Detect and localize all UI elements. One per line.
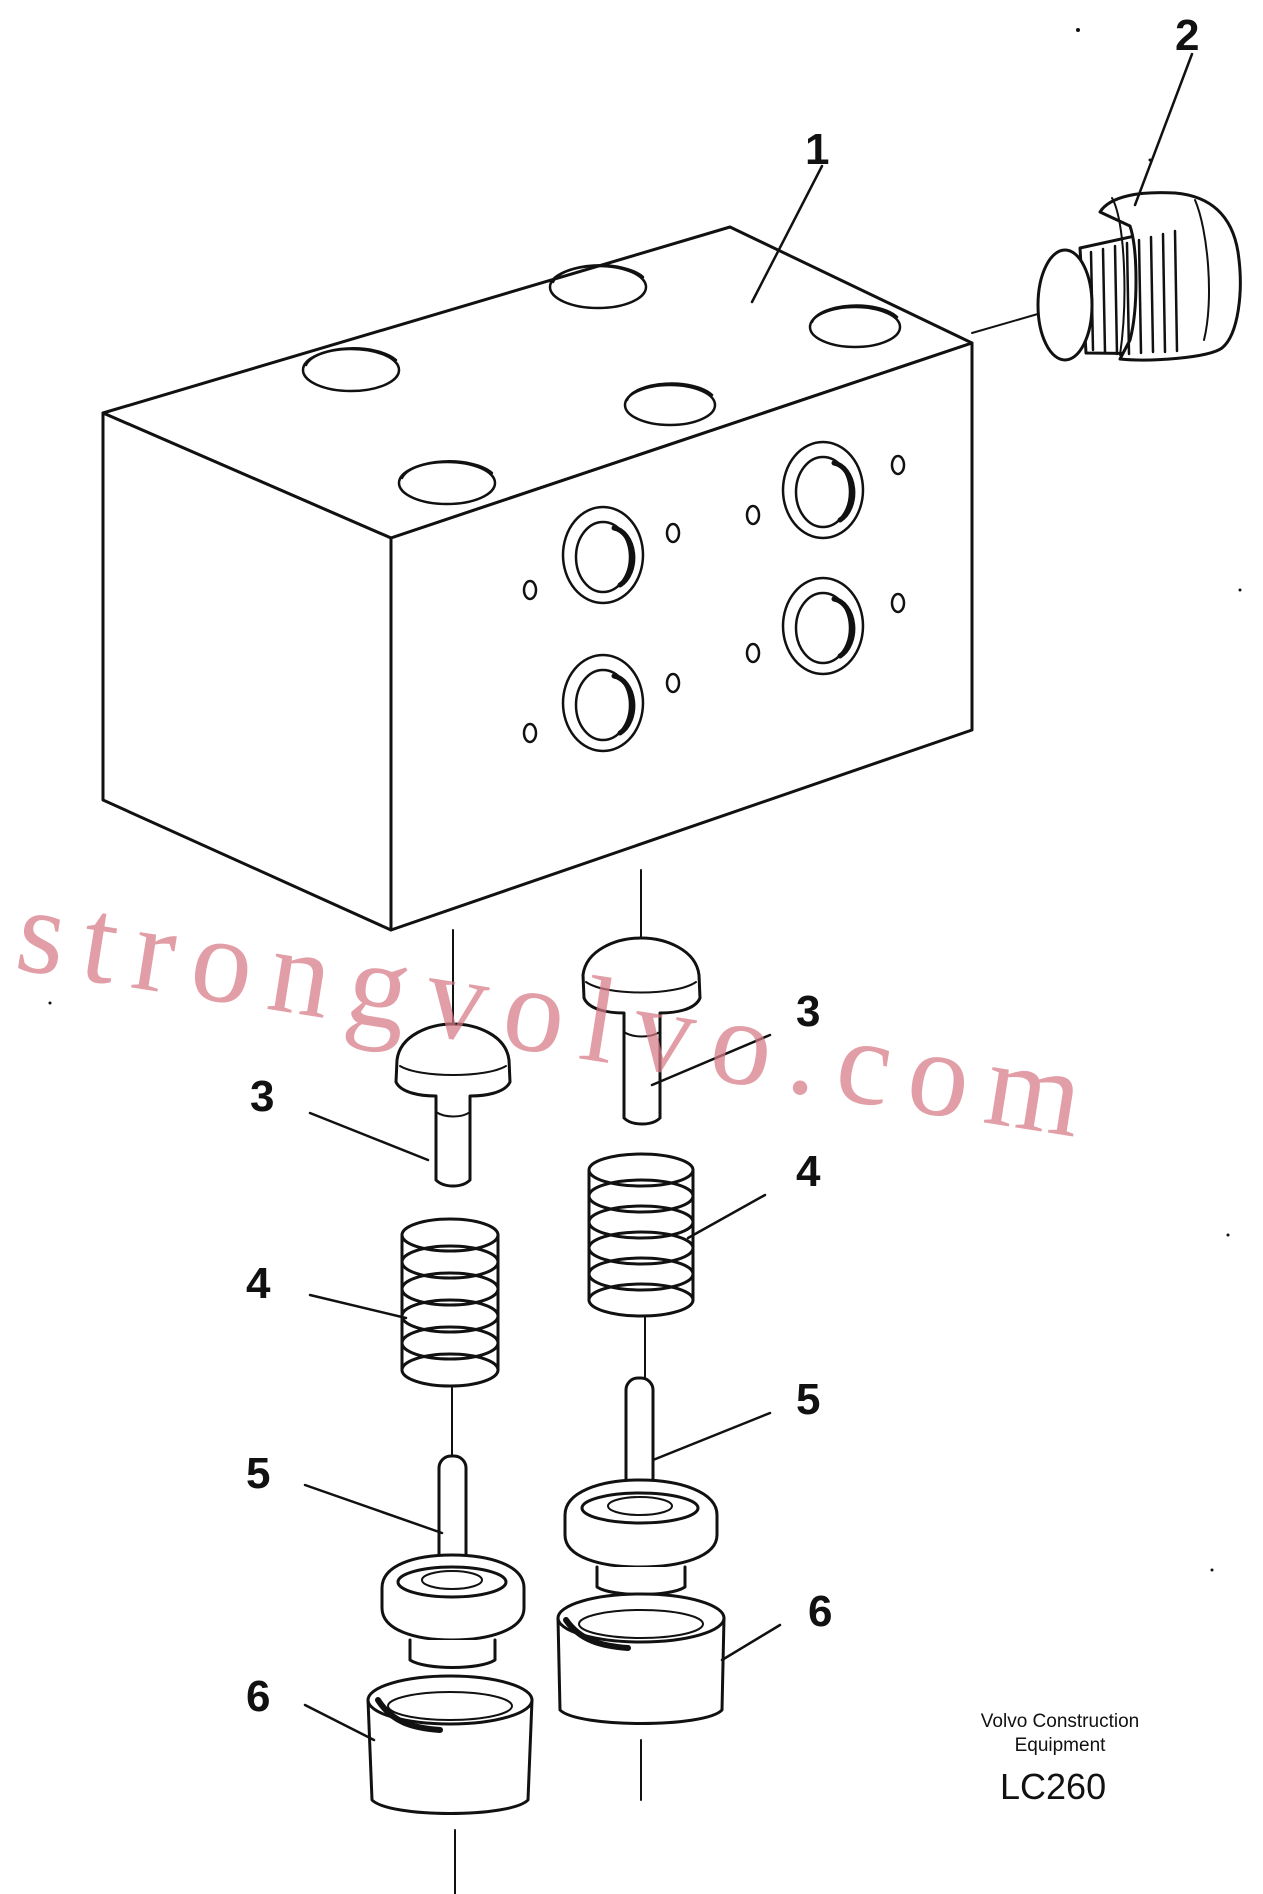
publisher-label: Volvo Construction Equipment (930, 1710, 1190, 1758)
leader-lines (303, 52, 1194, 1742)
callout-3-right: 3 (796, 987, 821, 1036)
right-spring (587, 1152, 695, 1318)
right-cup (556, 1592, 726, 1725)
plug (971, 191, 1242, 362)
left-cup (366, 1674, 534, 1815)
front-ports (561, 440, 865, 753)
right-pin-seat (563, 1376, 719, 1596)
callout-4-right: 4 (796, 1147, 821, 1196)
callout-5-right: 5 (796, 1375, 821, 1424)
left-pin-seat (380, 1454, 526, 1669)
scan-specks (48, 28, 1242, 1572)
left-poppet (394, 1022, 512, 1188)
callout-6-left: 6 (246, 1672, 271, 1721)
left-valve-stack (366, 929, 534, 1894)
callout-1: 1 (805, 125, 830, 174)
right-poppet (581, 936, 702, 1126)
bolt-holes (522, 454, 906, 744)
callout-3-left: 3 (250, 1072, 275, 1121)
right-valve-stack (556, 869, 726, 1801)
callout-4-left: 4 (246, 1259, 271, 1308)
callout-5-left: 5 (246, 1449, 271, 1498)
plug-thread (1089, 229, 1179, 356)
drawing-code: LC260 (1000, 1766, 1107, 1807)
publisher-line-1: Volvo Construction (980, 1711, 1140, 1732)
valve-block (101, 225, 974, 932)
left-spring (400, 1217, 500, 1388)
callout-2: 2 (1175, 11, 1200, 60)
publisher-line-2: Equipment (1014, 1735, 1106, 1756)
top-ports (301, 264, 902, 506)
callout-6-right: 6 (808, 1587, 833, 1636)
